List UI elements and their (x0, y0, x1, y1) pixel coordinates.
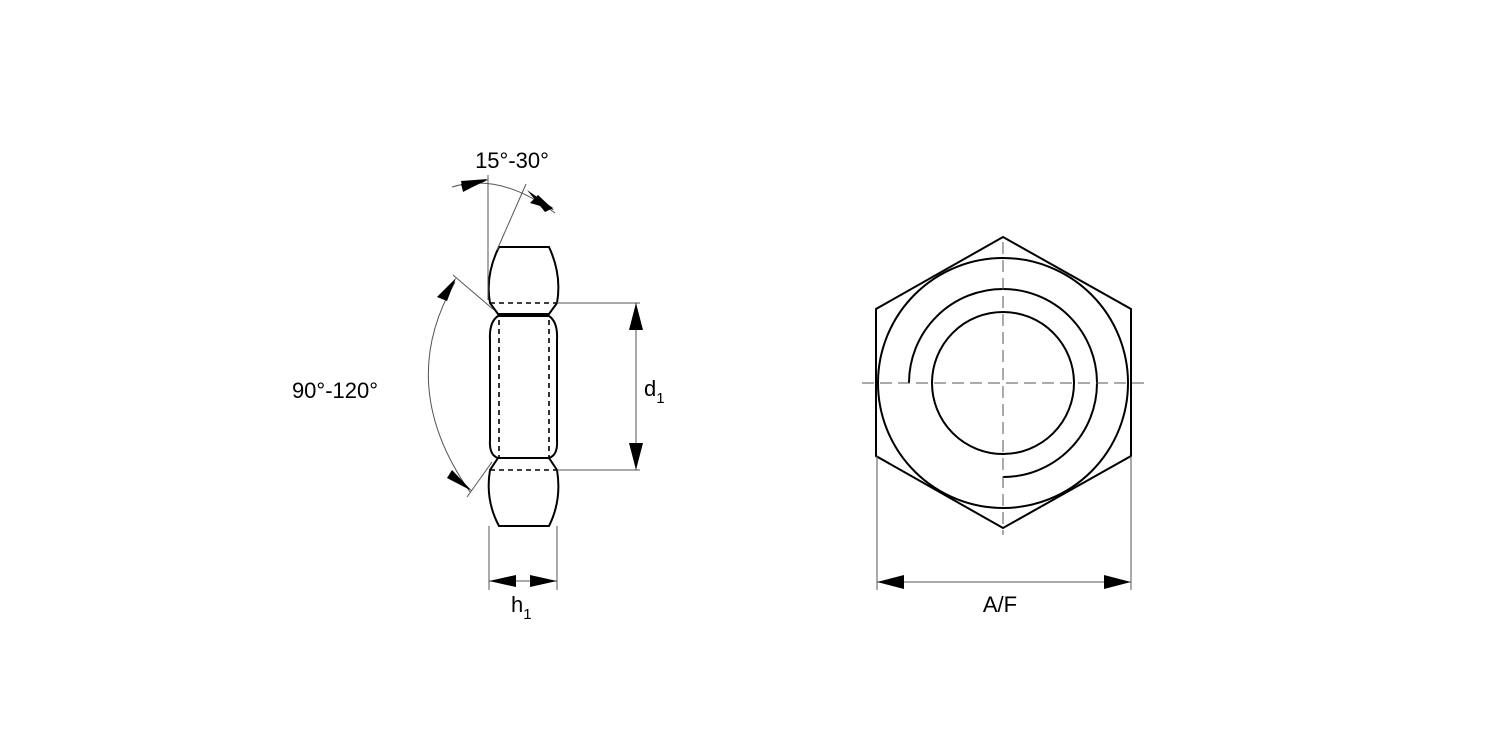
chamfer-angle-dimension: 15°-30° (451, 148, 556, 300)
hexagon-outline (875, 235, 1132, 530)
bore-circle (931, 311, 1075, 455)
countersink-angle-dimension: 90°-120° (292, 274, 495, 498)
countersink-angle-label: 90°-120° (292, 378, 378, 403)
chamfer-circle (877, 257, 1129, 509)
thread-diameter-dimension: d1 (557, 302, 665, 471)
thread-diameter-label: d1 (644, 376, 665, 407)
height-dimension: h1 (488, 526, 558, 623)
side-view: 15°-30° 90°-120° d1 h1 (292, 148, 665, 623)
thread-arc (908, 288, 1098, 478)
across-flats-label: A/F (983, 592, 1017, 617)
height-label: h1 (511, 592, 532, 623)
across-flats-dimension: A/F (876, 456, 1132, 617)
front-view: A/F (862, 235, 1146, 617)
chamfer-angle-label: 15°-30° (475, 148, 549, 173)
hidden-thread-lines (490, 302, 557, 471)
